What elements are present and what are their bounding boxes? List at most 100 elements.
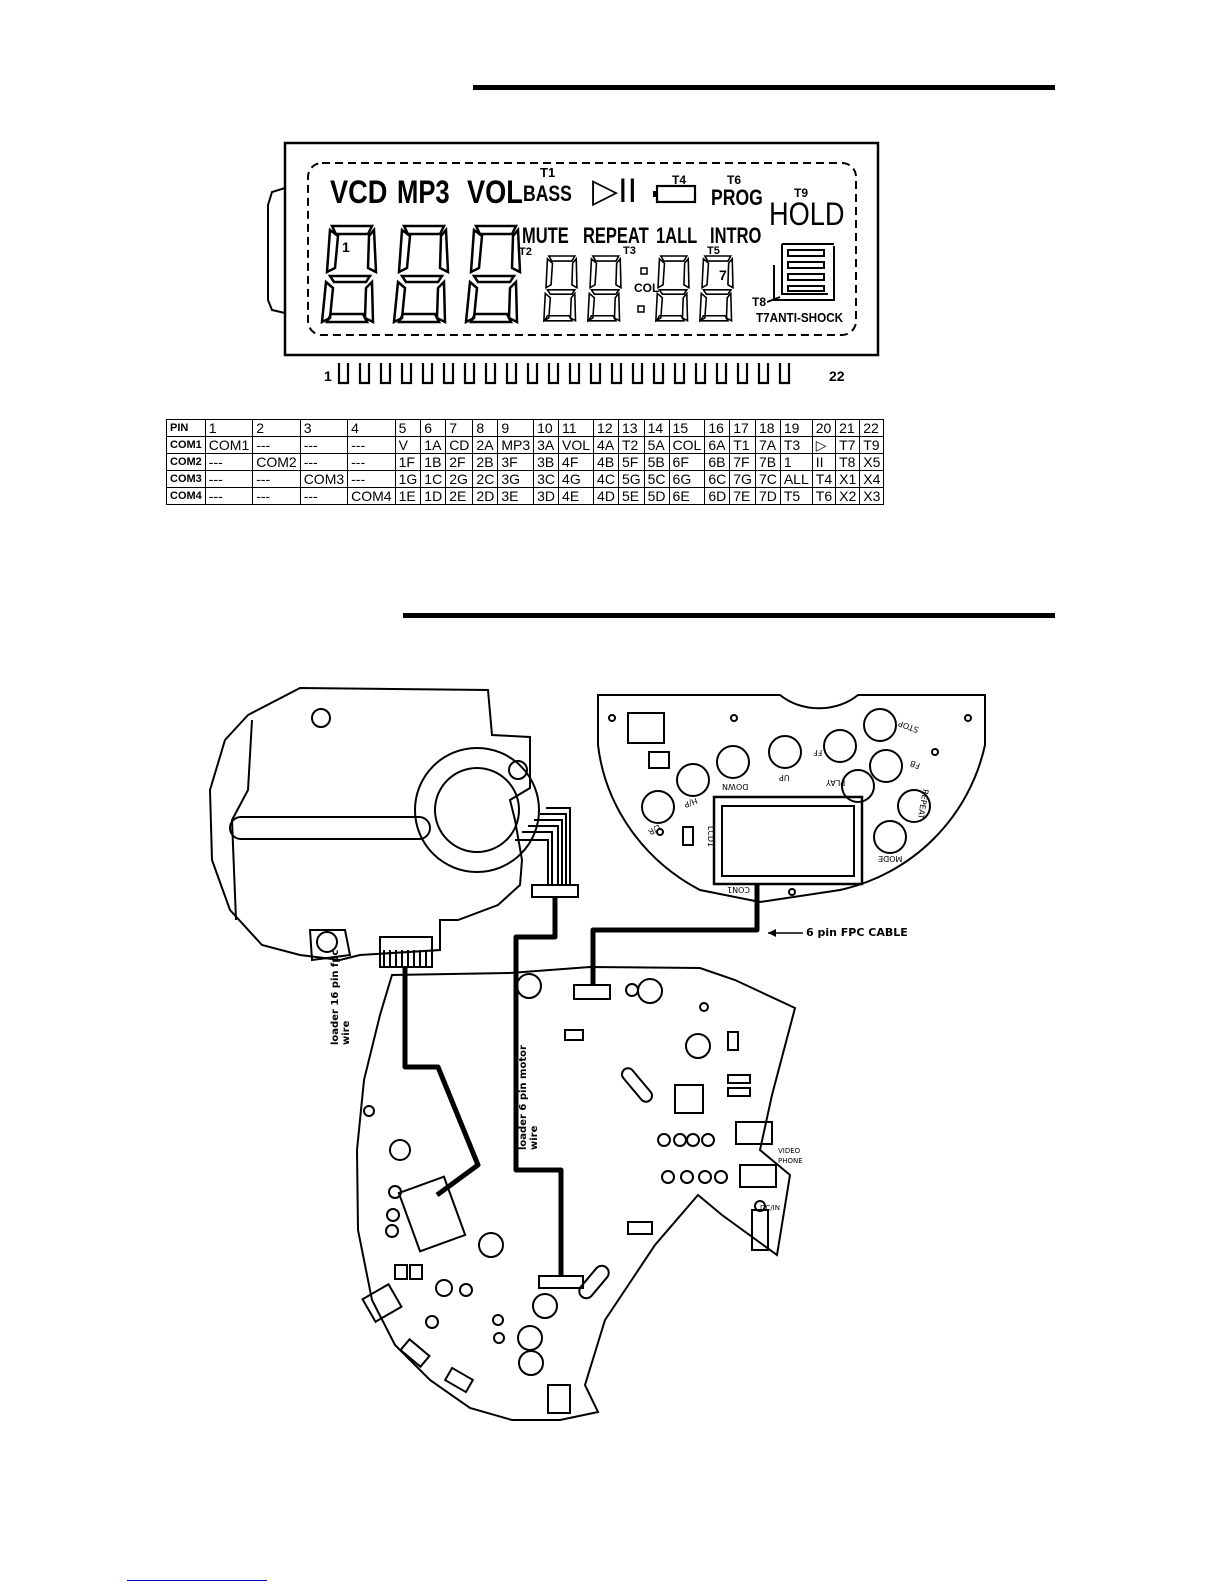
lcd-label-intro: INTRO — [710, 223, 762, 248]
pin-cell: 3B — [533, 453, 560, 471]
pin-cell: T3 — [779, 436, 813, 454]
pin-cell: II — [811, 453, 837, 471]
pin-row-header: COM2 — [166, 453, 206, 471]
pin-cell: T6 — [811, 487, 837, 505]
pin-cell: 6D — [704, 487, 731, 505]
pin-cell: T7 — [835, 436, 861, 454]
pin-cell: 5E — [617, 487, 645, 505]
pin-header-cell: 15 — [668, 419, 706, 437]
lcd-label-1all: 1ALL — [656, 223, 698, 248]
pin-cell: COM4 — [347, 487, 396, 505]
lcd-connector-pins — [337, 363, 791, 385]
jack-label-dcin: DC/IN — [760, 1204, 780, 1212]
button-label-down: DOWN — [722, 782, 749, 791]
lcd-label-t3: T3 — [623, 245, 636, 257]
pin-cell: MP3 — [497, 436, 535, 454]
pin-row-header: COM4 — [166, 487, 206, 505]
pin-cell: --- — [347, 436, 396, 454]
pin-cell: 5G — [617, 470, 645, 488]
pin-header-cell: 8 — [472, 419, 499, 437]
pin-cell: V — [394, 436, 422, 454]
pin-cell: T2 — [617, 436, 645, 454]
lcd-label-digit1: 1 — [342, 239, 350, 255]
pin-header-cell: 16 — [704, 419, 731, 437]
lcd-label-repeat: REPEAT — [583, 223, 649, 248]
lcd-view-area — [307, 162, 857, 336]
pin-cell: 4D — [593, 487, 619, 505]
jack-label-video: VIDEO — [778, 1147, 801, 1155]
pin-cell: 1A — [420, 436, 447, 454]
pin-cell: --- — [347, 453, 396, 471]
pin-header-cell: 4 — [347, 419, 396, 437]
pin-cell: T9 — [859, 436, 885, 454]
pin-cell: 6B — [704, 453, 731, 471]
pin-header-cell: 18 — [754, 419, 781, 437]
big-digits — [320, 224, 522, 325]
loader-motor-wire-label: loader 6 pin motor wire — [518, 1045, 540, 1150]
pin-cell: 3D — [533, 487, 560, 505]
pin-header-cell: 2 — [252, 419, 301, 437]
pin-cell: 7A — [754, 436, 781, 454]
colon-dot-bottom — [637, 305, 645, 313]
pin-header-cell: 17 — [729, 419, 756, 437]
cables — [402, 884, 760, 1276]
cable-loader-fpc — [402, 967, 481, 1198]
pin-cell: 1G — [394, 470, 422, 488]
pin-cell: 5C — [643, 470, 670, 488]
pin-header-cell: 20 — [811, 419, 837, 437]
digit-4 — [542, 255, 578, 323]
lcd-board-label: LCD1 — [706, 825, 716, 848]
pin-cell: 2E — [445, 487, 474, 505]
front-panel-board — [597, 694, 986, 904]
lcd-label-prog: PROG — [711, 185, 763, 210]
cable-fpc-6pin — [590, 884, 760, 985]
disc-loader-mechanism — [208, 686, 579, 968]
pin-cell: 6C — [704, 470, 731, 488]
section-rule-top — [473, 85, 1055, 90]
pin-cell: 5D — [643, 487, 670, 505]
pin-header-cell: 1 — [204, 419, 254, 437]
pin-cell: T8 — [835, 453, 861, 471]
pin-cell: 5B — [643, 453, 670, 471]
pin-cell: ALL — [779, 470, 813, 488]
pin-cell: COM3 — [299, 470, 349, 488]
pin-cell: 1B — [420, 453, 447, 471]
connector-label: CON1 — [727, 885, 750, 894]
pin-header-cell: 21 — [835, 419, 861, 437]
button-label-mode: MODE — [878, 854, 903, 863]
pin-cell: --- — [204, 470, 254, 488]
pin-header-label: PIN — [166, 419, 206, 437]
main-board — [355, 965, 797, 1421]
pin-cell: 1 — [779, 453, 813, 471]
pin-header-cell: 7 — [445, 419, 474, 437]
pin-cell: 3F — [497, 453, 535, 471]
pin-cell: ▷ — [811, 436, 837, 454]
lcd-label-t2: T2 — [519, 246, 532, 258]
pin-cell: --- — [204, 487, 254, 505]
lcd-label-t6: T6 — [727, 173, 742, 187]
pin-cell: 1D — [420, 487, 447, 505]
pin-cell: 5F — [617, 453, 645, 471]
pin-cell: CD — [445, 436, 474, 454]
lcd-label-mp3: MP3 — [397, 174, 450, 210]
lcd-outer-frame — [283, 141, 880, 357]
digit-5 — [586, 255, 622, 323]
lcd-label-play-pause: ▷II — [592, 172, 638, 210]
pin-cell: 6G — [668, 470, 706, 488]
pin-cell: 2F — [445, 453, 474, 471]
pin-cell: 7D — [754, 487, 781, 505]
lcd-label-col: COL — [634, 281, 660, 295]
lcd-side-tab — [267, 187, 286, 314]
pin-cell: X3 — [859, 487, 885, 505]
pin-cell: --- — [252, 487, 301, 505]
pin-cell: 2G — [445, 470, 474, 488]
pin-cell: 6F — [668, 453, 706, 471]
pin-cell: --- — [252, 470, 301, 488]
colon-dot-top — [640, 267, 648, 275]
pin-cell: --- — [347, 470, 396, 488]
pin-cell: 4B — [593, 453, 619, 471]
